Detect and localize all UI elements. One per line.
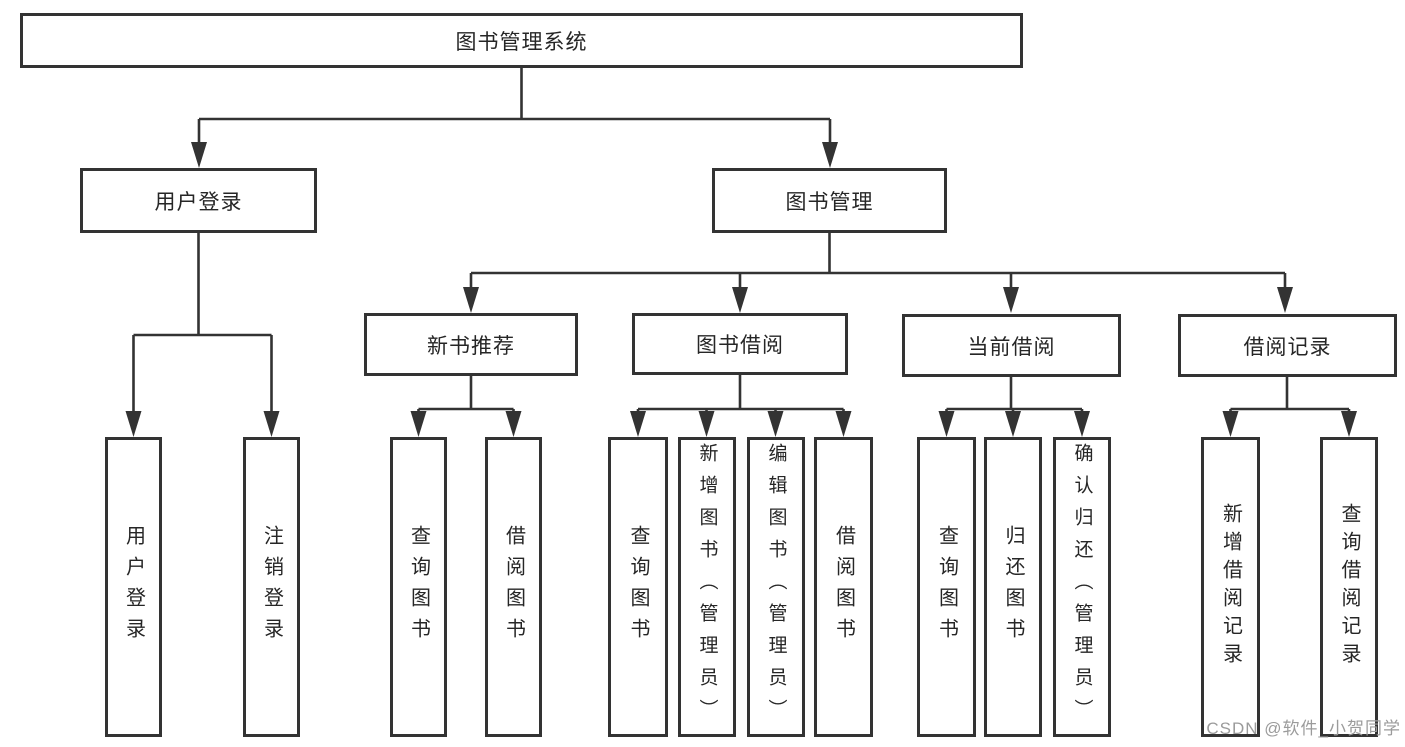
node-book-management-label: 图书管理 (785, 190, 874, 214)
arrow-icon (732, 287, 748, 313)
leaf-logout-label: 注销登录 (260, 525, 283, 649)
node-book-management: 图书管理 (712, 168, 947, 233)
leaf-records-query-record-label: 查询借阅记录 (1338, 503, 1360, 671)
arrow-icon (1005, 411, 1021, 437)
arrow-icon (1222, 411, 1239, 437)
leaf-borrow-query-books: 查询图书 (608, 437, 668, 737)
leaf-borrow-query-books-label: 查询图书 (627, 525, 649, 649)
leaf-borrow-borrow-books: 借阅图书 (814, 437, 873, 737)
arrow-icon (263, 411, 280, 437)
arrow-icon (698, 411, 715, 437)
arrow-icon (1277, 287, 1293, 313)
leaf-current-query-books: 查询图书 (917, 437, 976, 737)
node-user-login: 用户登录 (80, 168, 317, 233)
leaf-recommend-query-books: 查询图书 (390, 437, 447, 737)
leaf-borrow-borrow-books-label: 借阅图书 (832, 525, 855, 649)
leaf-current-query-books-label: 查询图书 (935, 525, 958, 649)
arrow-icon (630, 411, 646, 437)
node-book-borrow: 图书借阅 (632, 313, 848, 375)
arrow-icon (938, 411, 955, 437)
arrow-icon (1074, 411, 1090, 437)
leaf-recommend-borrow-books-label: 借阅图书 (502, 525, 525, 649)
node-current-borrow: 当前借阅 (902, 314, 1121, 377)
node-borrow-records: 借阅记录 (1178, 314, 1397, 377)
leaf-records-add-record: 新增借阅记录 (1201, 437, 1260, 737)
leaf-current-confirm-return-admin-label: 确认归还（管理员） (1071, 443, 1093, 731)
leaf-user-login-label: 用户登录 (122, 525, 145, 649)
node-root-label: 图书管理系统 (455, 30, 588, 54)
node-root: 图书管理系统 (20, 13, 1023, 68)
arrow-icon (191, 142, 207, 168)
node-book-borrow-label: 图书借阅 (696, 334, 784, 357)
arrow-icon (410, 411, 427, 437)
csdn-watermark: CSDN @软件_小贺同学 (1206, 719, 1401, 738)
node-user-login-label: 用户登录 (154, 190, 243, 214)
leaf-current-return-books: 归还图书 (984, 437, 1042, 737)
node-borrow-records-label: 借阅记录 (1243, 335, 1332, 359)
leaf-borrow-add-books-admin: 新增图书（管理员） (678, 437, 736, 737)
arrow-icon (463, 287, 479, 313)
leaf-records-add-record-label: 新增借阅记录 (1219, 503, 1242, 671)
arrow-icon (822, 142, 838, 168)
leaf-recommend-borrow-books: 借阅图书 (485, 437, 542, 737)
leaf-borrow-add-books-admin-label: 新增图书（管理员） (696, 443, 718, 731)
arrow-icon (505, 411, 522, 437)
node-current-borrow-label: 当前借阅 (967, 335, 1056, 359)
arrow-icon (125, 411, 142, 437)
leaf-current-confirm-return-admin: 确认归还（管理员） (1053, 437, 1111, 737)
leaf-borrow-edit-books-admin-label: 编辑图书（管理员） (765, 443, 787, 731)
leaf-records-query-record: 查询借阅记录 (1320, 437, 1378, 737)
arrow-icon (835, 411, 852, 437)
arrow-icon (1341, 411, 1357, 437)
node-new-book-recommend: 新书推荐 (364, 313, 578, 376)
node-new-book-recommend-label: 新书推荐 (427, 334, 515, 358)
arrow-icon (767, 411, 784, 437)
leaf-logout: 注销登录 (243, 437, 300, 737)
leaf-current-return-books-label: 归还图书 (1002, 525, 1024, 649)
leaf-user-login: 用户登录 (105, 437, 162, 737)
leaf-recommend-query-books-label: 查询图书 (407, 525, 430, 649)
leaf-borrow-edit-books-admin: 编辑图书（管理员） (747, 437, 805, 737)
arrow-icon (1003, 287, 1019, 313)
